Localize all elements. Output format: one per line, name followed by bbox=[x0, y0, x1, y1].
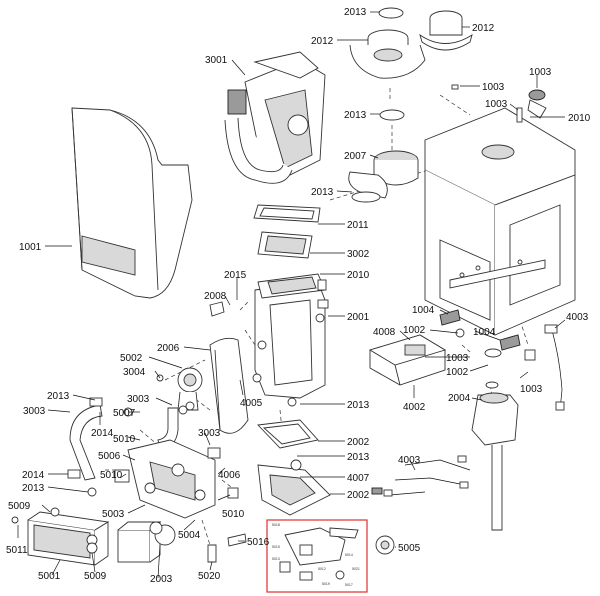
control-box-4008 bbox=[368, 334, 447, 386]
front-cover-1001 bbox=[71, 107, 193, 299]
label-2008: 2008 bbox=[204, 291, 227, 302]
label-5009-a: 5009 bbox=[8, 501, 31, 512]
label-3002: 3002 bbox=[347, 249, 370, 260]
label-2013-d: 2013 bbox=[347, 400, 370, 411]
inset-detail-box: 5018 5015 5013 5012 5014 5019 5017 5021 bbox=[266, 519, 368, 593]
label-5007: 5007 bbox=[113, 408, 136, 419]
label-5003: 5003 bbox=[102, 509, 125, 520]
sump-2002 bbox=[257, 419, 331, 516]
label-4006: 4006 bbox=[218, 470, 241, 481]
label-2002-a: 2002 bbox=[347, 437, 370, 448]
small-fittings bbox=[11, 279, 536, 563]
flow-pipe-2004 bbox=[471, 392, 519, 531]
label-5005: 5005 bbox=[398, 543, 421, 554]
label-1003-c: 1003 bbox=[485, 99, 508, 110]
label-5010-c: 5010 bbox=[222, 509, 245, 520]
hydraulic-block-5006 bbox=[114, 439, 216, 519]
label-2010-b: 2010 bbox=[347, 270, 370, 281]
label-2012-a: 2012 bbox=[311, 36, 334, 47]
label-4002: 4002 bbox=[403, 402, 426, 413]
flue-connector-2007 bbox=[348, 150, 419, 203]
label-4008: 4008 bbox=[373, 327, 396, 338]
actuator-2003 bbox=[117, 521, 176, 563]
label-4005: 4005 bbox=[240, 398, 263, 409]
fan-assembly-3001 bbox=[224, 51, 326, 184]
label-3003-b: 3003 bbox=[127, 394, 150, 405]
inset-label-4: 5014 bbox=[345, 553, 353, 557]
label-5020: 5020 bbox=[198, 571, 221, 582]
chassis-frame bbox=[424, 107, 576, 336]
sensor-5005 bbox=[375, 535, 395, 555]
clips-1003 bbox=[451, 84, 547, 123]
inset-label-7: 5021 bbox=[352, 567, 360, 571]
label-5006: 5006 bbox=[98, 451, 121, 462]
label-2013-g: 2013 bbox=[22, 483, 45, 494]
inset-label-5: 5019 bbox=[322, 582, 330, 586]
label-2013-e: 2013 bbox=[47, 391, 70, 402]
label-1002-b: 1002 bbox=[446, 367, 469, 378]
label-1004-a: 1004 bbox=[412, 305, 435, 316]
label-5016: 5016 bbox=[247, 537, 270, 548]
label-1003-e: 1003 bbox=[520, 384, 543, 395]
label-2002-b: 2002 bbox=[347, 490, 370, 501]
label-1003-a: 1003 bbox=[482, 82, 505, 93]
inset-label-3: 5012 bbox=[318, 567, 326, 571]
inset-label-6: 5017 bbox=[345, 583, 353, 587]
label-1003-d: 1003 bbox=[446, 353, 469, 364]
heat-exchanger-2001 bbox=[254, 273, 329, 399]
label-2001: 2001 bbox=[347, 312, 370, 323]
label-5010-b: 5010 bbox=[100, 470, 123, 481]
inset-label-1: 5015 bbox=[272, 545, 280, 549]
label-3003-c: 3003 bbox=[198, 428, 221, 439]
label-1004-b: 1004 bbox=[473, 327, 496, 338]
label-3001: 3001 bbox=[205, 55, 228, 66]
label-3003-a: 3003 bbox=[23, 406, 46, 417]
label-2010-a: 2010 bbox=[568, 113, 591, 124]
brackets-1004 bbox=[439, 309, 521, 389]
label-5010-a: 5010 bbox=[113, 434, 136, 445]
condensate-pipe-2006 bbox=[209, 337, 249, 434]
label-2004: 2004 bbox=[448, 393, 471, 404]
label-5001: 5001 bbox=[38, 571, 61, 582]
label-2014-b: 2014 bbox=[22, 470, 45, 481]
label-2014-a: 2014 bbox=[91, 428, 114, 439]
flue-adaptor-2012 bbox=[349, 7, 473, 121]
label-2006: 2006 bbox=[157, 343, 180, 354]
label-1001: 1001 bbox=[19, 242, 42, 253]
label-4003-b: 4003 bbox=[398, 455, 421, 466]
label-3004: 3004 bbox=[123, 367, 146, 378]
label-2015: 2015 bbox=[224, 270, 247, 281]
label-2013-b: 2013 bbox=[344, 110, 367, 121]
wiring-harness-4003 bbox=[371, 324, 565, 497]
leader-lines bbox=[17, 11, 566, 579]
label-2013-c: 2013 bbox=[311, 187, 334, 198]
component-5001 bbox=[27, 511, 110, 566]
label-2007: 2007 bbox=[344, 151, 367, 162]
label-5009-b: 5009 bbox=[84, 571, 107, 582]
label-2011: 2011 bbox=[347, 220, 369, 231]
label-4007: 4007 bbox=[347, 473, 370, 484]
label-4003-a: 4003 bbox=[566, 312, 589, 323]
label-2012-b: 2012 bbox=[472, 23, 495, 34]
inset-label-0: 5018 bbox=[272, 523, 280, 527]
label-2013-a: 2013 bbox=[344, 7, 367, 18]
label-1002-a: 1002 bbox=[403, 325, 426, 336]
label-5011: 5011 bbox=[6, 545, 28, 556]
label-2003: 2003 bbox=[150, 574, 173, 585]
label-1003-b: 1003 bbox=[529, 67, 552, 78]
inset-label-2: 5013 bbox=[272, 557, 280, 561]
label-5002: 5002 bbox=[120, 353, 143, 364]
label-5004: 5004 bbox=[178, 530, 201, 541]
gaskets-2011-3002 bbox=[253, 204, 321, 259]
label-2013-f: 2013 bbox=[347, 452, 370, 463]
callout-labels: 2013 2012 2012 3001 1003 1003 1003 2010 … bbox=[6, 7, 591, 585]
